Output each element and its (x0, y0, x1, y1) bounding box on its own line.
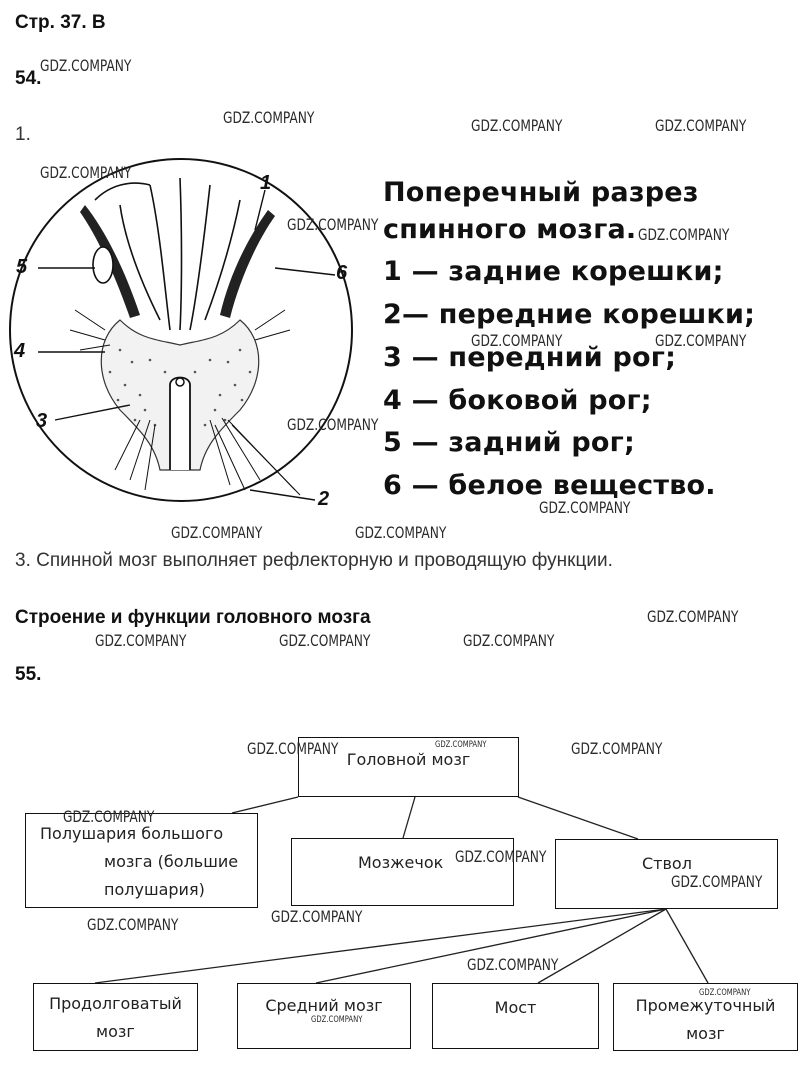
watermark: GDZ.COMPANY (539, 498, 631, 517)
node-pons-label: Мост (494, 998, 537, 1017)
watermark: GDZ.COMPANY (699, 988, 751, 998)
task-54-number: 54. (15, 68, 42, 89)
diagram-label-2: 2 (318, 488, 330, 510)
node-diencephalon-line2: мозг (686, 1024, 725, 1043)
diagram-label-4: 4 (14, 340, 26, 362)
answer-3-text: 3. Спинной мозг выполняет рефлекторную и… (15, 550, 613, 571)
watermark: GDZ.COMPANY (271, 907, 363, 926)
watermark: GDZ.COMPANY (355, 523, 447, 542)
watermark: GDZ.COMPANY (647, 607, 739, 626)
watermark: GDZ.COMPANY (467, 955, 559, 974)
watermark: GDZ.COMPANY (471, 331, 563, 350)
task-55-number: 55. (15, 664, 42, 685)
node-medulla-line1: Продолговатый (49, 994, 182, 1013)
watermark: GDZ.COMPANY (63, 807, 155, 826)
legend-item-3: 3 — передний рог; (383, 342, 677, 373)
legend-title-line2: спинного мозга. (383, 214, 637, 245)
watermark: GDZ.COMPANY (87, 915, 179, 934)
watermark: GDZ.COMPANY (247, 739, 339, 758)
watermark: GDZ.COMPANY (463, 631, 555, 650)
node-stem-label: Ствол (642, 854, 692, 873)
watermark: GDZ.COMPANY (40, 163, 132, 182)
diagram-label-1: 1 (260, 172, 272, 194)
watermark: GDZ.COMPANY (311, 1015, 363, 1025)
watermark: GDZ.COMPANY (223, 108, 315, 127)
legend-item-5: 5 — задний рог; (383, 427, 635, 458)
watermark: GDZ.COMPANY (455, 847, 547, 866)
node-medulla: Продолговатый мозг (33, 983, 198, 1051)
watermark: GDZ.COMPANY (171, 523, 263, 542)
node-medulla-line2: мозг (96, 1022, 135, 1041)
node-diencephalon-line1: Промежуточный (635, 996, 776, 1015)
node-diencephalon: Промежуточный мозг (613, 983, 798, 1051)
node-brain: Головной мозг (298, 737, 519, 797)
watermark: GDZ.COMPANY (671, 872, 763, 891)
legend-item-6: 6 — белое вещество. (383, 470, 716, 501)
node-hemispheres-line1: Полушария большого (40, 824, 224, 843)
node-midbrain: Средний мозг (237, 983, 411, 1049)
watermark: GDZ.COMPANY (287, 215, 379, 234)
page-header: Стр. 37. В (15, 12, 106, 33)
watermark: GDZ.COMPANY (655, 331, 747, 350)
diagram-label-6: 6 (336, 262, 348, 284)
node-hemispheres: Полушария большого мозга (большие полуша… (25, 813, 258, 908)
task-54-item-1: 1. (15, 124, 31, 145)
node-midbrain-label: Средний мозг (265, 996, 383, 1015)
watermark: GDZ.COMPANY (287, 415, 379, 434)
legend-title-line1: Поперечный разрез (383, 177, 699, 208)
node-brain-label: Головной мозг (346, 750, 471, 769)
node-cerebellum: Мозжечок (291, 838, 514, 906)
node-cerebellum-label: Мозжечок (358, 853, 444, 872)
node-pons: Мост (432, 983, 599, 1049)
watermark: GDZ.COMPANY (655, 116, 747, 135)
section-title: Строение и функции головного мозга (15, 607, 371, 628)
diagram-label-5: 5 (16, 256, 28, 278)
watermark: GDZ.COMPANY (279, 631, 371, 650)
watermark: GDZ.COMPANY (571, 739, 663, 758)
node-hemispheres-line3: полушария) (104, 880, 205, 899)
legend-item-1: 1 — задние корешки; (383, 256, 724, 287)
diagram-label-3: 3 (36, 410, 48, 432)
watermark: GDZ.COMPANY (40, 56, 132, 75)
watermark: GDZ.COMPANY (95, 631, 187, 650)
legend-item-4: 4 — боковой рог; (383, 385, 652, 416)
node-hemispheres-line2: мозга (большие (104, 852, 239, 871)
node-stem: Ствол (555, 839, 778, 909)
legend-item-2: 2— передние корешки; (383, 299, 756, 330)
watermark: GDZ.COMPANY (471, 116, 563, 135)
watermark: GDZ.COMPANY (638, 225, 730, 244)
watermark: GDZ.COMPANY (435, 740, 487, 750)
